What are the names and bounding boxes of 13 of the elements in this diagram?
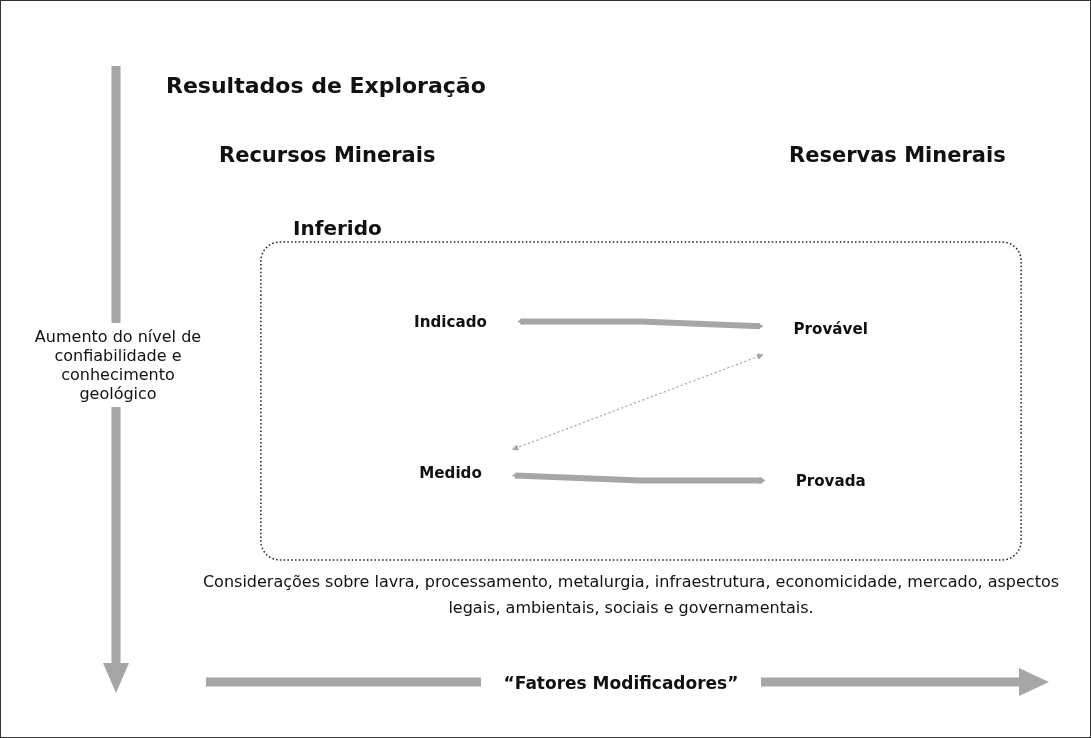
- column-heading: Reservas Minerais: [789, 143, 1007, 167]
- node-text: Provada: [795, 471, 866, 490]
- node-text: Provável: [793, 320, 868, 339]
- note-text: Considerações sobre lavra, processamento, metalurgia, infraestrutura, economicidade, mercado, aspectos legais, ambientais, sociais e governamentais.: [201, 571, 1061, 619]
- arrow: [512, 353, 764, 451]
- cluster: [260, 241, 1022, 561]
- category-text: Inferido: [293, 216, 383, 240]
- arrow: [512, 472, 766, 484]
- column-heading: Recursos Minerais: [219, 143, 437, 167]
- node-text: Indicado: [414, 312, 487, 331]
- node-text: Medido: [419, 463, 482, 482]
- heading-text: Resultados de Exploração: [166, 73, 487, 98]
- arrow: [517, 318, 764, 330]
